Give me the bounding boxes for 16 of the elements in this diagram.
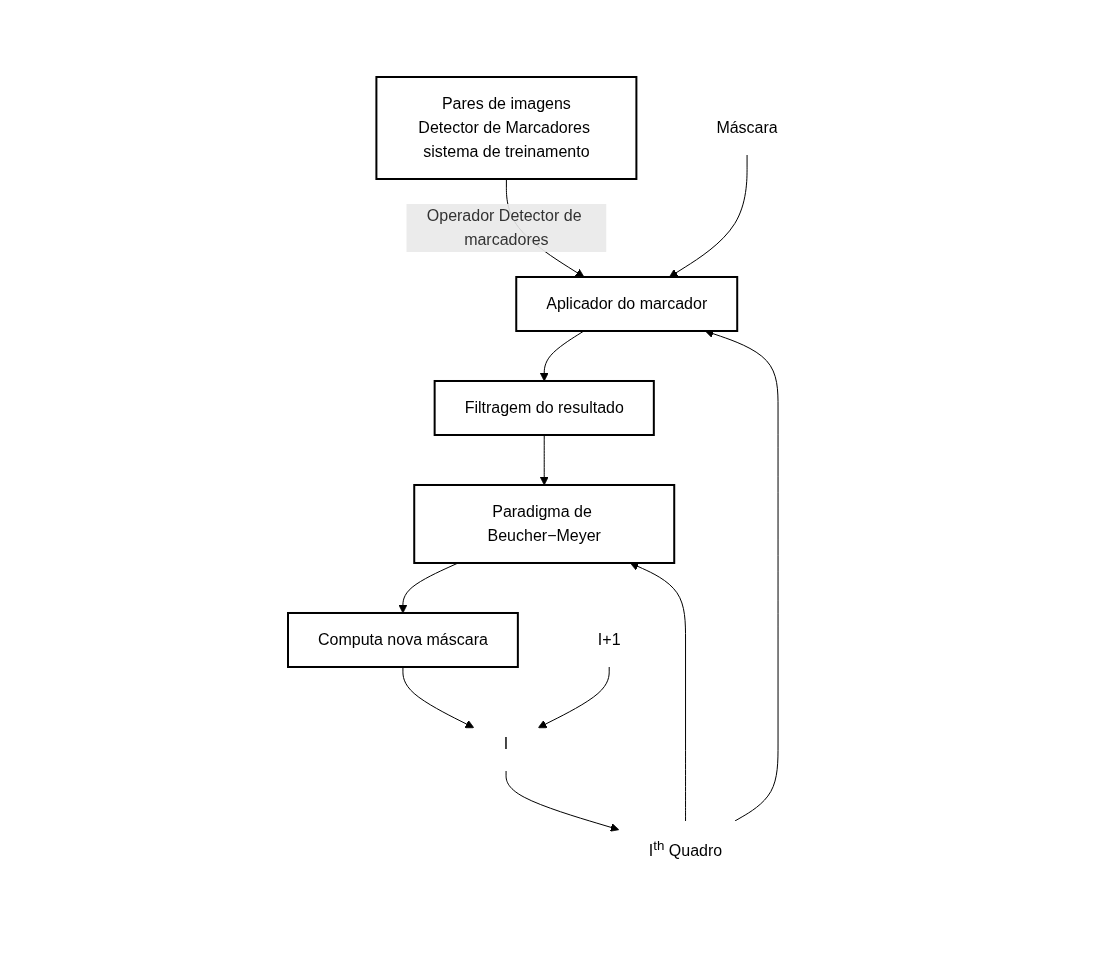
node-box: Pares de imagens Detector de Marcadores sistema de treinamento [375, 76, 638, 181]
arrow [538, 666, 610, 729]
node-box: Aplicador do marcador [515, 276, 739, 333]
arrow [669, 154, 748, 278]
arrow [539, 434, 549, 486]
node-text: Máscara [716, 119, 778, 137]
edge-label: Operador Detector de marcadores [426, 207, 582, 249]
node-box: Computa nova máscara [287, 612, 519, 669]
node-box: Filtragem do resultado [433, 380, 655, 437]
arrow [505, 770, 620, 832]
node-text: I$^{th}$ Quadro [648, 838, 723, 860]
node-text: I+1 [597, 631, 621, 649]
arrow [402, 666, 475, 729]
node-text: I [503, 735, 509, 753]
arrow [630, 562, 687, 822]
node-box: Paradigma de Beucher−Meyer [413, 484, 676, 565]
